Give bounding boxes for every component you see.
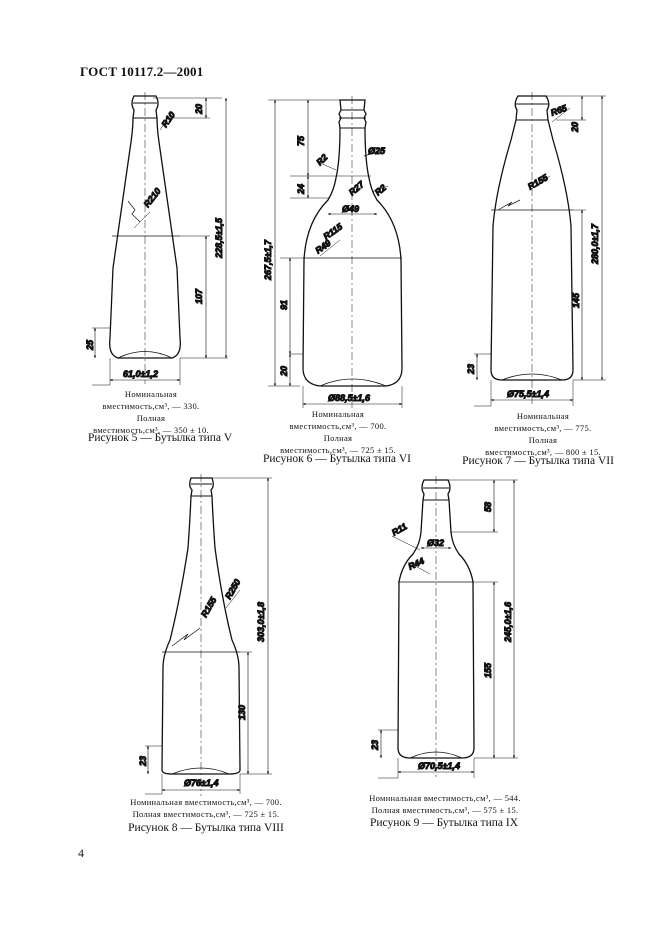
dim-label: Ø70,5±1,4 bbox=[418, 761, 460, 771]
figure-caption-6: Рисунок 6 — Бутылка типа VI bbox=[262, 453, 412, 465]
dim-label: R250 bbox=[223, 577, 242, 601]
dim-label: 61,0±1,2 bbox=[123, 369, 158, 379]
dim-label: 280,0±1,7 bbox=[590, 223, 600, 265]
capacity-line: вместимость,см³, — 775. bbox=[494, 423, 592, 433]
capacity-text-fig9: Номинальная вместимость,см³, — 544. Полн… bbox=[350, 792, 540, 816]
page-number: 4 bbox=[78, 846, 84, 860]
capacity-line: Полная bbox=[136, 413, 166, 423]
capacity-line: Номинальная вместимость,см³, — 544. bbox=[369, 793, 521, 803]
dim-label: 58 bbox=[483, 502, 493, 512]
dim-label: R65 bbox=[549, 102, 569, 117]
capacity-line: Номинальная bbox=[124, 389, 178, 399]
capacity-line: вместимость,см³, — 725 ± 15. bbox=[280, 445, 396, 455]
dim-label: 145 bbox=[571, 292, 581, 308]
dim-label: 91 bbox=[279, 300, 289, 310]
capacity-line: Полная вместимость,см³, — 725 ± 15. bbox=[132, 809, 280, 819]
dim-label: Ø76±1,4 bbox=[184, 778, 218, 788]
dim-label: R155 bbox=[199, 595, 219, 619]
capacity-line: Номинальная bbox=[311, 409, 365, 419]
dim-label: R27 bbox=[347, 179, 367, 198]
capacity-text-fig5: Номинальная вместимость,см³, — 330. Полн… bbox=[88, 388, 214, 436]
dim-label: 23 bbox=[138, 756, 148, 767]
figure-caption-9: Рисунок 9 — Бутылка типа IX bbox=[369, 817, 519, 829]
dim-label: Ø49 bbox=[342, 204, 359, 214]
bottle-type-viii: R155 R250 303,0±1,8 130 23 Ø76±1,4 bbox=[138, 474, 272, 796]
capacity-line: Номинальная bbox=[516, 411, 570, 421]
capacity-text-fig8: Номинальная вместимость,см³, — 700. Полн… bbox=[108, 796, 304, 820]
dim-label: R11 bbox=[390, 521, 409, 538]
dim-label: 267,5±1,7 bbox=[263, 239, 273, 281]
document-header: ГОСТ 10117.2—2001 bbox=[80, 64, 204, 79]
dim-label: 228,5±1,5 bbox=[214, 217, 224, 259]
dim-label: R10 bbox=[159, 110, 177, 129]
bottle-outline bbox=[302, 99, 403, 387]
figure-caption-5: Рисунок 5 — Бутылка типа V bbox=[88, 432, 233, 444]
dim-label: 155 bbox=[483, 662, 493, 678]
dim-label: 25 bbox=[85, 339, 95, 351]
dim-label: Ø75,5±1,4 bbox=[507, 389, 549, 399]
figure-caption-8: Рисунок 8 — Бутылка типа VIII bbox=[128, 822, 284, 834]
capacity-text-fig6: Номинальная вместимость,см³, — 700. Полн… bbox=[270, 408, 406, 456]
capacity-line: вместимость,см³, — 800 ± 15. bbox=[485, 447, 601, 457]
dim-label: 303,0±1,8 bbox=[256, 602, 266, 642]
dim-label: Ø88,5±1,6 bbox=[328, 393, 371, 403]
capacity-line: вместимость,см³, — 700. bbox=[289, 421, 387, 431]
bottle-type-ix: 58 R11 Ø32 R44 245,0±1,6 155 23 Ø70,5±1,… bbox=[370, 476, 518, 780]
dim-label: 20 bbox=[194, 104, 204, 115]
capacity-line: Полная bbox=[528, 435, 558, 445]
capacity-line: вместимость,см³, — 350 ± 10. bbox=[93, 425, 209, 435]
capacity-line: Номинальная вместимость,см³, — 700. bbox=[130, 797, 282, 807]
dim-label: 23 bbox=[370, 740, 380, 751]
dim-label: Ø32 bbox=[427, 538, 444, 548]
dim-label: 20 bbox=[570, 122, 580, 133]
bottle-type-vii: R65 20 R155 280,0±1,7 145 23 Ø75,5±1,4 bbox=[466, 92, 606, 407]
bottle-type-vi: 75 R2 Ø25 24 R27 R2 Ø49 R115 R49 267,5±1… bbox=[263, 96, 403, 408]
capacity-line: Полная bbox=[323, 433, 353, 443]
bottle-type-v: 20 R10 R210 228,5±1,5 107 25 61,0±1,2 bbox=[85, 92, 228, 386]
dim-label: R155 bbox=[526, 172, 550, 192]
figure-caption-7: Рисунок 7 — Бутылка типа VII bbox=[462, 455, 614, 467]
dim-label: 24 bbox=[296, 184, 306, 195]
dim-label: 130 bbox=[237, 705, 247, 720]
dim-label: 245,0±1,6 bbox=[503, 601, 513, 643]
capacity-line: Полная вместимость,см³, — 575 ± 15. bbox=[371, 805, 519, 815]
dim-label: 107 bbox=[194, 288, 204, 304]
capacity-line: вместимость,см³, — 330. bbox=[102, 401, 200, 411]
dim-label: Ø25 bbox=[368, 146, 386, 156]
dim-label: 75 bbox=[296, 135, 306, 146]
dim-label: 20 bbox=[279, 366, 289, 377]
dim-label: 23 bbox=[466, 364, 476, 375]
dim-label: R49 bbox=[313, 238, 332, 256]
capacity-text-fig7: Номинальная вместимость,см³, — 775. Полн… bbox=[472, 410, 614, 458]
dim-label: R2 bbox=[314, 152, 329, 167]
